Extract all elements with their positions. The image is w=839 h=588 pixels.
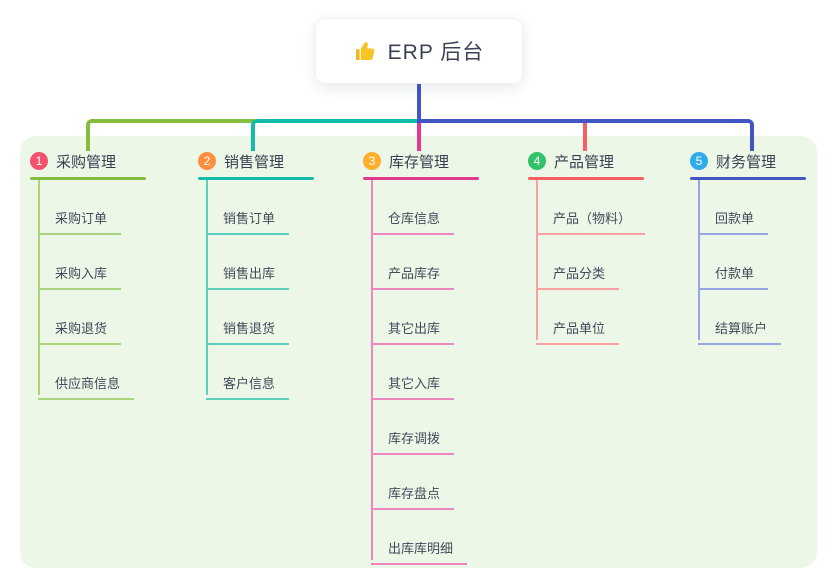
sub-item-label: 销售退货 (223, 321, 276, 336)
sub-item[interactable]: 其它出库 (371, 290, 455, 345)
sub-item-label: 采购入库 (55, 266, 108, 281)
sub-item-label: 付款单 (715, 266, 755, 281)
sub-item-label: 库存调拨 (388, 431, 441, 446)
sub-item[interactable]: 出库库明细 (371, 510, 468, 565)
branch-number-badge: 3 (363, 152, 381, 170)
sub-item-label: 产品（物料） (553, 211, 632, 226)
sub-item-label: 产品库存 (388, 266, 441, 281)
branch-spine-line (698, 180, 700, 340)
sub-item-label: 采购订单 (55, 211, 108, 226)
connector-branch-1 (86, 119, 255, 151)
sub-item[interactable]: 回款单 (698, 180, 769, 235)
branch-title: 财务管理 (716, 153, 777, 171)
sub-item-label: 库存盘点 (388, 486, 441, 501)
branch-5: 5 财务管理 回款单 付款单 结算账户 (690, 148, 839, 345)
sub-item[interactable]: 产品（物料） (536, 180, 646, 235)
sub-item[interactable]: 产品库存 (371, 235, 455, 290)
sub-item[interactable]: 其它入库 (371, 345, 455, 400)
sub-item-label: 其它入库 (388, 376, 441, 391)
branch-subtree: 产品（物料） 产品分类 产品单位 (528, 180, 688, 345)
sub-item[interactable]: 产品单位 (536, 290, 620, 345)
connector-branch-3 (417, 123, 421, 151)
sub-item[interactable]: 库存调拨 (371, 400, 455, 455)
branch-header[interactable]: 3 库存管理 (363, 148, 523, 174)
connector-branch-4 (583, 123, 587, 151)
sub-item-label: 结算账户 (715, 321, 768, 336)
branch-spine-line (206, 180, 208, 395)
sub-item[interactable]: 销售退货 (206, 290, 290, 345)
branch-header[interactable]: 2 销售管理 (198, 148, 358, 174)
sub-item[interactable]: 供应商信息 (38, 345, 135, 400)
connector-branch-5 (417, 119, 754, 151)
sub-item-label: 供应商信息 (55, 376, 121, 391)
branches-panel (20, 136, 817, 568)
sub-item[interactable]: 仓库信息 (371, 180, 455, 235)
branch-title: 采购管理 (56, 153, 117, 171)
sub-item-label: 出库库明细 (388, 541, 454, 556)
connector-root (417, 84, 421, 123)
thumbs-up-icon (354, 39, 378, 63)
sub-item-label: 产品分类 (553, 266, 606, 281)
sub-item[interactable]: 销售订单 (206, 180, 290, 235)
sub-item-label: 仓库信息 (388, 211, 441, 226)
branch-header[interactable]: 1 采购管理 (30, 148, 190, 174)
branch-underline (528, 177, 644, 180)
branch-subtree: 采购订单 采购入库 采购退货 供应商信息 (30, 180, 190, 400)
branch-subtree: 回款单 付款单 结算账户 (690, 180, 839, 345)
branch-number-badge: 4 (528, 152, 546, 170)
branch-number-badge: 1 (30, 152, 48, 170)
root-node-label: ERP 后台 (387, 41, 485, 64)
sub-item-label: 客户信息 (223, 376, 276, 391)
branch-title: 库存管理 (389, 153, 450, 171)
branch-underline (198, 177, 314, 180)
branch-underline (690, 177, 806, 180)
sub-item[interactable]: 采购退货 (38, 290, 122, 345)
branch-subtree: 仓库信息 产品库存 其它出库 其它入库 库存调拨 库存盘点 出库库明细 (363, 180, 523, 565)
branch-title: 销售管理 (224, 153, 285, 171)
sub-item[interactable]: 产品分类 (536, 235, 620, 290)
sub-item-label: 销售出库 (223, 266, 276, 281)
sub-item[interactable]: 付款单 (698, 235, 769, 290)
branch-spine-line (536, 180, 538, 340)
branch-number-badge: 2 (198, 152, 216, 170)
sub-item-label: 产品单位 (553, 321, 606, 336)
branch-4: 4 产品管理 产品（物料） 产品分类 产品单位 (528, 148, 688, 345)
branch-1: 1 采购管理 采购订单 采购入库 采购退货 供应商信息 (30, 148, 190, 400)
sub-item-label: 回款单 (715, 211, 755, 226)
branch-underline (30, 177, 146, 180)
sub-item[interactable]: 销售出库 (206, 235, 290, 290)
branch-header[interactable]: 5 财务管理 (690, 148, 839, 174)
sub-item[interactable]: 采购订单 (38, 180, 122, 235)
connector-branch-2 (251, 119, 421, 151)
branch-title: 产品管理 (554, 153, 615, 171)
sub-item[interactable]: 结算账户 (698, 290, 782, 345)
branch-subtree: 销售订单 销售出库 销售退货 客户信息 (198, 180, 358, 400)
sub-item-label: 采购退货 (55, 321, 108, 336)
branch-spine-line (371, 180, 373, 560)
root-node[interactable]: ERP 后台 (315, 18, 523, 84)
sub-item-label: 销售订单 (223, 211, 276, 226)
branch-spine-line (38, 180, 40, 395)
sub-item[interactable]: 库存盘点 (371, 455, 455, 510)
branch-2: 2 销售管理 销售订单 销售出库 销售退货 客户信息 (198, 148, 358, 400)
branch-underline (363, 177, 479, 180)
sub-item[interactable]: 采购入库 (38, 235, 122, 290)
branch-3: 3 库存管理 仓库信息 产品库存 其它出库 其它入库 库存调拨 库存盘点 (363, 148, 523, 565)
sub-item-label: 其它出库 (388, 321, 441, 336)
branch-number-badge: 5 (690, 152, 708, 170)
sub-item[interactable]: 客户信息 (206, 345, 290, 400)
branch-header[interactable]: 4 产品管理 (528, 148, 688, 174)
